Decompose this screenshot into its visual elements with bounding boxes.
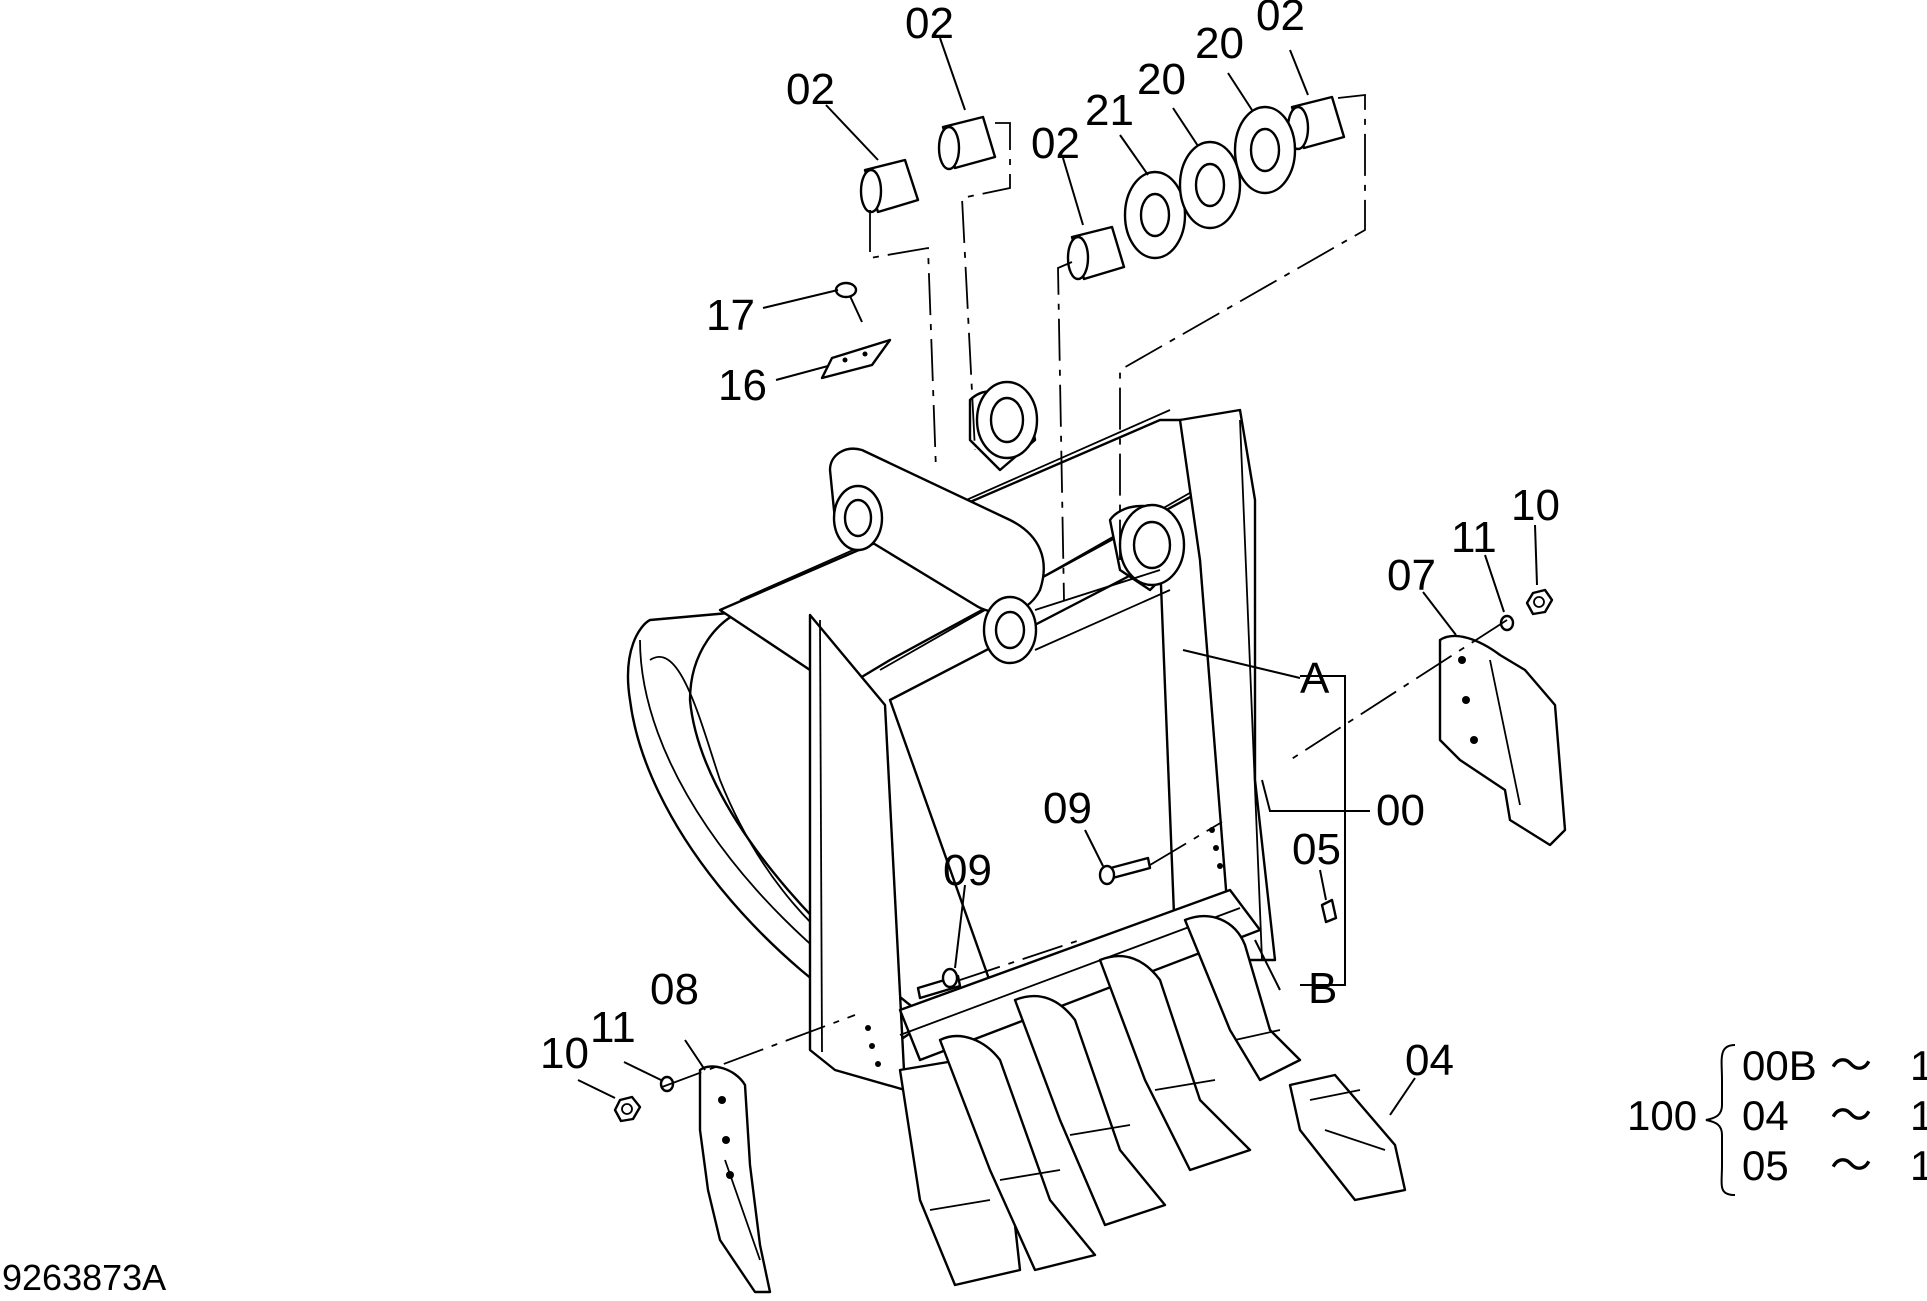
bushing-02-right [1286, 95, 1346, 151]
bushing-02-left [859, 158, 920, 214]
quantity-legend: 100 00B ～ 1 04 ～ 1 05 ～ 1 [1627, 1042, 1927, 1196]
bushing-02-mid [1066, 225, 1126, 281]
callout-20-a: 20 [1137, 55, 1186, 104]
nut-10-left [613, 1095, 642, 1123]
legend-brace [1705, 1044, 1736, 1196]
drawing-id: 9263873A [2, 1257, 166, 1298]
callout-07: 07 [1387, 551, 1436, 600]
callout-10-right: 10 [1511, 481, 1560, 530]
callout-A: A [1300, 654, 1330, 703]
bolt-09-upper [1098, 856, 1152, 886]
legend-value-1: 1 [1910, 1042, 1927, 1089]
legend-code-04: 04 [1742, 1092, 1789, 1139]
side-cutter-08 [698, 1065, 772, 1294]
legend-value-2: 1 [1910, 1092, 1927, 1139]
callout-02-right: 02 [1256, 0, 1305, 40]
leader-lines [577, 37, 1538, 1116]
bushings-and-shims [613, 95, 1554, 1123]
side-cutter-07 [1438, 634, 1567, 847]
shim-20-a [1178, 140, 1242, 230]
teeth-row [898, 898, 1407, 1287]
pin-05 [1320, 898, 1338, 924]
shim-20-b [1233, 105, 1297, 195]
callout-11-left: 11 [590, 1003, 636, 1052]
shim-21 [1123, 170, 1187, 260]
callout-08: 08 [650, 965, 699, 1014]
tooth-5 [1183, 915, 1302, 1082]
tooth-3 [1013, 994, 1167, 1227]
legend-tilde-3: ～ [1830, 1142, 1872, 1189]
callout-21: 21 [1085, 86, 1134, 135]
callout-09-upper: 09 [1043, 784, 1092, 833]
legend-code-05: 05 [1742, 1142, 1789, 1189]
callout-02-top: 02 [905, 0, 954, 48]
callout-02-left: 02 [786, 65, 835, 114]
right-side-plate [1178, 408, 1277, 962]
legend-qty: 100 [1627, 1092, 1697, 1139]
tooth-2 [938, 1034, 1097, 1272]
callout-11-right: 11 [1451, 513, 1497, 562]
callout-20-b: 20 [1195, 19, 1244, 68]
callout-16: 16 [718, 361, 767, 410]
callout-05: 05 [1292, 825, 1341, 874]
loose-tooth-04 [1288, 1073, 1407, 1202]
legend-value-3: 1 [1910, 1142, 1927, 1189]
bolt-09-lower [916, 967, 962, 1000]
plate-16 [820, 338, 892, 380]
callout-00: 00 [1376, 786, 1425, 835]
callout-labels: 02 02 02 02 21 20 20 17 16 A B 00 07 11 … [540, 0, 1560, 1085]
left-side-plate [808, 613, 907, 1092]
legend-tilde-2: ～ [1830, 1092, 1872, 1139]
callout-B: B [1308, 964, 1337, 1013]
legend-tilde-1: ～ [1830, 1042, 1872, 1089]
callout-10-left: 10 [540, 1029, 589, 1078]
bushing-02-top [937, 115, 997, 171]
link-brackets [828, 380, 1186, 665]
bolt-17 [834, 281, 863, 323]
assembly-lines [661, 93, 1508, 1088]
washer-11-left [659, 1075, 675, 1093]
nut-10-right [1525, 588, 1554, 616]
callout-09-lower: 09 [943, 846, 992, 895]
callout-17: 17 [706, 291, 755, 340]
callout-04: 04 [1405, 1036, 1454, 1085]
cutting-edge [898, 888, 1262, 1062]
tooth-4 [1098, 954, 1252, 1172]
legend-code-00b: 00B [1742, 1042, 1817, 1089]
callout-02-mid: 02 [1031, 119, 1080, 168]
